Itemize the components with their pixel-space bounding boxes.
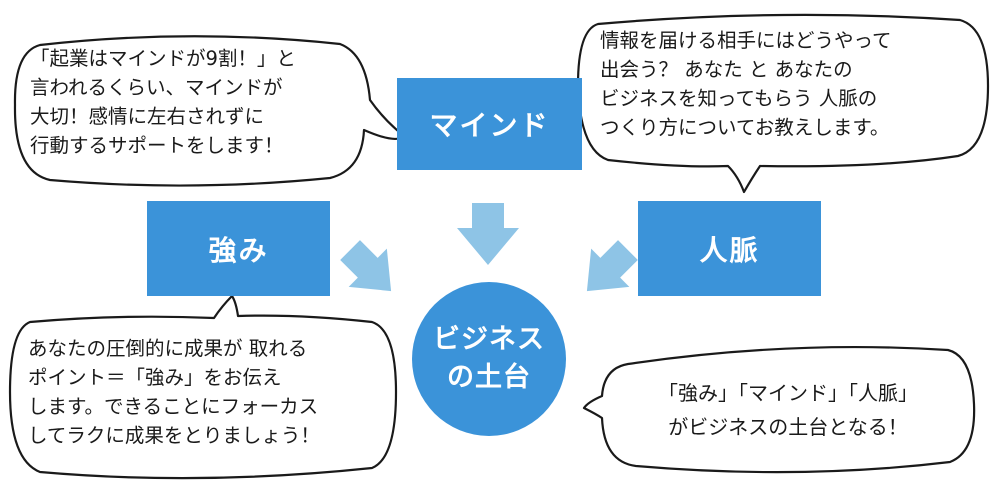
arrow-down-icon [457, 203, 519, 265]
summary-bubble-line: がビジネスの土台となる！ [668, 415, 908, 439]
mind-bubble-line: 「起業はマインドが9割！」と [30, 47, 296, 70]
mind-box: マインド [397, 78, 582, 170]
network-box-label: 人脈 [699, 233, 760, 267]
network-bubble-line: ビジネスを知ってもらう 人脈の [600, 87, 878, 110]
circle-label-line2: の土台 [447, 362, 531, 393]
mind-bubble-text: 「起業はマインドが9割！」と 言われるくらい、マインドが 大切！感情に左右されず… [30, 44, 296, 160]
strength-bubble-line: してラクに成果をとりましょう！ [28, 424, 320, 447]
network-bubble-text: 情報を届ける相手にはどうやって 出会う？ あなた と あなたの ビジネスを知って… [600, 26, 892, 142]
network-bubble-line: 情報を届ける相手にはどうやって [600, 29, 892, 52]
arrow-down-left-icon [586, 240, 638, 292]
strength-bubble-text: あなたの圧倒的に成果が 取れる ポイント＝「強み」をお伝え します。できることに… [28, 334, 320, 450]
strength-box-label: 強み [208, 233, 269, 267]
strength-bubble-shape [8, 294, 398, 480]
strength-bubble-line: ポイント＝「強み」をお伝え [28, 366, 282, 389]
mind-bubble-line: 大切！感情に左右されずに [30, 105, 265, 128]
network-bubble-line: つくり方についてお教えします。 [600, 116, 890, 139]
summary-bubble-shape [582, 345, 976, 474]
network-box: 人脈 [638, 201, 821, 296]
strength-bubble-line: します。できることにフォーカス [28, 395, 319, 418]
network-bubble-shape [576, 13, 990, 194]
arrow-down-right-icon [340, 240, 392, 292]
summary-bubble-line: 「強み」「マインド」「人脈」 [658, 381, 918, 405]
network-bubble-line: 出会う？ あなた と あなたの [600, 58, 853, 81]
strength-box: 強み [147, 201, 330, 296]
mind-bubble-shape [13, 35, 406, 187]
summary-bubble-text: 「強み」「マインド」「人脈」 がビジネスの土台となる！ [618, 376, 958, 444]
strength-bubble-line: あなたの圧倒的に成果が 取れる [28, 337, 308, 360]
business-foundation-circle: ビジネス の土台 [412, 282, 566, 436]
circle-label-line1: ビジネス [433, 324, 545, 355]
mind-box-label: マインド [429, 109, 550, 142]
mind-bubble-line: 行動するサポートをします！ [30, 134, 284, 157]
mind-bubble-line: 言われるくらい、マインドが [30, 76, 283, 99]
